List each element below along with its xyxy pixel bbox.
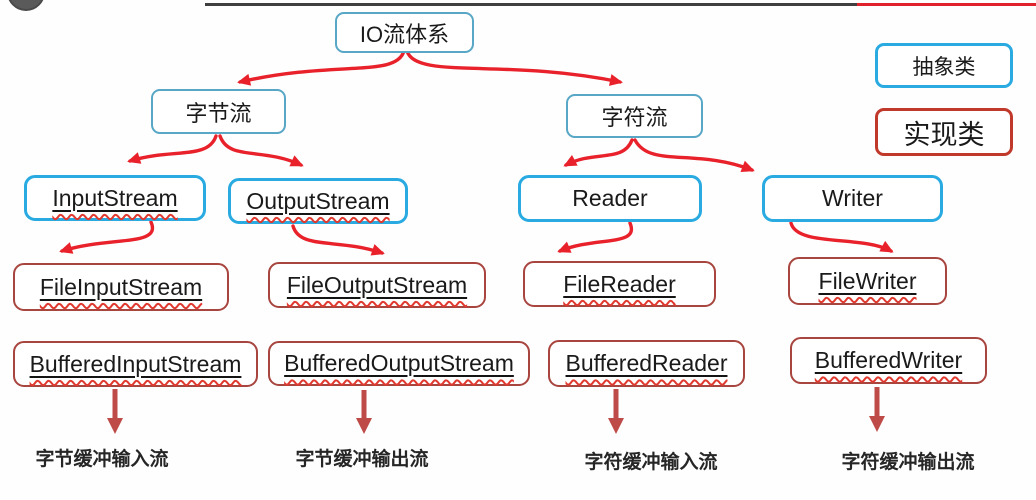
node-bufferedoutputstream: BufferedOutputStream — [268, 341, 530, 386]
arrow-root-to-char — [405, 49, 623, 86]
arrow-byte-to-outputstream — [218, 134, 304, 167]
node-filewriter: FileWriter — [788, 257, 947, 305]
arrow-char-to-writer — [633, 138, 755, 173]
arrow-reader-to-filereader — [557, 221, 634, 253]
node-label: InputStream — [52, 184, 178, 211]
node-label: BufferedInputStream — [29, 350, 242, 377]
node-label: BufferedOutputStream — [284, 350, 514, 376]
caption-byte-buffered-input: 字节缓冲输入流 — [35, 449, 169, 470]
node-reader: Reader — [518, 175, 702, 222]
arrow-root-to-byte — [237, 49, 406, 86]
header-divider-dark — [205, 3, 857, 6]
node-label: FileOutputStream — [286, 271, 468, 298]
node-label: FileReader — [563, 270, 676, 297]
legend-abstract-label: 抽象类 — [912, 55, 976, 79]
node-label: FileInputStream — [39, 273, 203, 300]
node-bufferedwriter: BufferedWriter — [790, 337, 987, 384]
header-divider-red — [857, 3, 1036, 6]
node-byte-stream: 字节流 — [151, 89, 286, 134]
arrow-byte-to-inputstream — [127, 134, 218, 164]
arrow-outputstream-to-fileoutputstream — [291, 224, 385, 256]
node-fileoutputstream: FileOutputStream — [268, 262, 486, 308]
node-bufferedreader: BufferedReader — [548, 340, 745, 387]
caption-char-buffered-input: 字符缓冲输入流 — [584, 452, 718, 473]
node-label: Writer — [822, 185, 883, 211]
node-bufferedinputstream: BufferedInputStream — [13, 341, 258, 387]
arrow-writer-to-filewriter — [789, 221, 894, 253]
node-fileinputstream: FileInputStream — [13, 263, 229, 311]
node-label: FileWriter — [818, 267, 917, 294]
node-label: 字符流 — [601, 105, 668, 130]
slide-bullet-circle — [7, 0, 45, 11]
node-label: OutputStream — [246, 187, 390, 214]
arrow-char-to-reader — [563, 138, 634, 167]
caption-byte-buffered-output: 字节缓冲输出流 — [295, 449, 429, 470]
node-writer: Writer — [762, 175, 943, 222]
node-inputstream: InputStream — [24, 175, 206, 221]
node-label: BufferedReader — [565, 350, 728, 376]
node-filereader: FileReader — [523, 261, 716, 307]
legend-implementation-class: 实现类 — [875, 108, 1013, 156]
node-outputstream: OutputStream — [228, 178, 408, 224]
caption-char-buffered-output: 字符缓冲输出流 — [841, 452, 975, 473]
node-label: IO流体系 — [359, 21, 450, 47]
arrow-inputstream-to-fileinputstream — [59, 220, 155, 254]
legend-implementation-label: 实现类 — [903, 119, 985, 150]
node-label: BufferedWriter — [814, 347, 963, 373]
legend-abstract-class: 抽象类 — [875, 43, 1013, 88]
node-label: 字节流 — [185, 100, 252, 126]
node-io-system: IO流体系 — [335, 12, 474, 53]
node-label: Reader — [572, 185, 648, 211]
node-char-stream: 字符流 — [566, 94, 703, 138]
